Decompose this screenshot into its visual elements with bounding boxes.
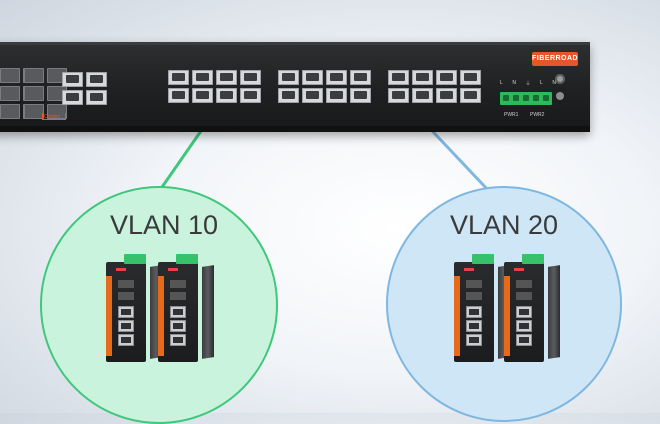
terminal-label: L [500, 80, 503, 86]
rj45-port [192, 88, 213, 103]
sfp-port-group-2 [24, 68, 67, 119]
rj45-port [412, 70, 433, 85]
rj45-port [460, 88, 481, 103]
combo-bracket [42, 113, 66, 120]
power-terminal-labels: L N ⏚ L N [500, 80, 556, 87]
sfp-port [24, 86, 44, 101]
rj45-port [436, 88, 457, 103]
rj45-port [412, 88, 433, 103]
vlan-20-zone [386, 186, 622, 422]
rj45-port [350, 70, 371, 85]
sfp-port [47, 104, 67, 119]
rack-switch [0, 42, 590, 132]
industrial-switch [454, 254, 510, 362]
ground-screw-icon [555, 74, 565, 84]
vlan-10-label: VLAN 10 [109, 210, 219, 240]
sfp-port [24, 68, 44, 83]
combo-label: Combo [44, 114, 61, 120]
rj45-port [168, 70, 189, 85]
rj45-port [388, 70, 409, 85]
terminal-label: N [552, 80, 556, 86]
industrial-switch [158, 254, 214, 362]
rj45-port [192, 70, 213, 85]
rj45-port [62, 90, 83, 105]
sfp-port [24, 104, 44, 119]
industrial-switch [106, 254, 162, 362]
rj45-port-group-1 [62, 72, 107, 105]
network-vlan-illustration: FIBERROAD Combo L N ⏚ L N PWR1 PWR2 [0, 42, 622, 424]
rj45-port [388, 88, 409, 103]
rj45-port [86, 72, 107, 87]
rj45-port [436, 70, 457, 85]
rj45-port [326, 88, 347, 103]
rj45-port [278, 88, 299, 103]
rj45-port [216, 88, 237, 103]
reset-button-icon [556, 92, 564, 100]
rj45-port [216, 70, 237, 85]
rj45-port [168, 88, 189, 103]
power-terminal-block [500, 92, 552, 105]
rj45-port [302, 70, 323, 85]
terminal-label: ⏚ [525, 81, 531, 87]
rj45-port-group-3 [278, 70, 371, 103]
rj45-port [240, 70, 261, 85]
rj45-port [278, 70, 299, 85]
rj45-port [86, 90, 107, 105]
rj45-port [326, 70, 347, 85]
sfp-port [0, 86, 20, 101]
rj45-port-group-2 [168, 70, 261, 103]
terminal-label: L [540, 80, 543, 86]
sfp-port [0, 68, 20, 83]
vlan-20-label: VLAN 20 [449, 210, 559, 240]
rj45-port-group-4 [388, 70, 481, 103]
brand-logo: FIBERROAD [532, 52, 578, 66]
rack-top-edge [0, 42, 590, 45]
sfp-port [0, 104, 20, 119]
rj45-port [302, 88, 323, 103]
rj45-port [350, 88, 371, 103]
industrial-switch [504, 254, 560, 362]
rj45-port [460, 70, 481, 85]
pwr2-label: PWR2 [530, 112, 545, 118]
terminal-label: N [512, 80, 516, 86]
rj45-port [62, 72, 83, 87]
pwr1-label: PWR1 [504, 112, 519, 118]
rj45-port [240, 88, 261, 103]
rack-bottom-edge [0, 126, 590, 132]
